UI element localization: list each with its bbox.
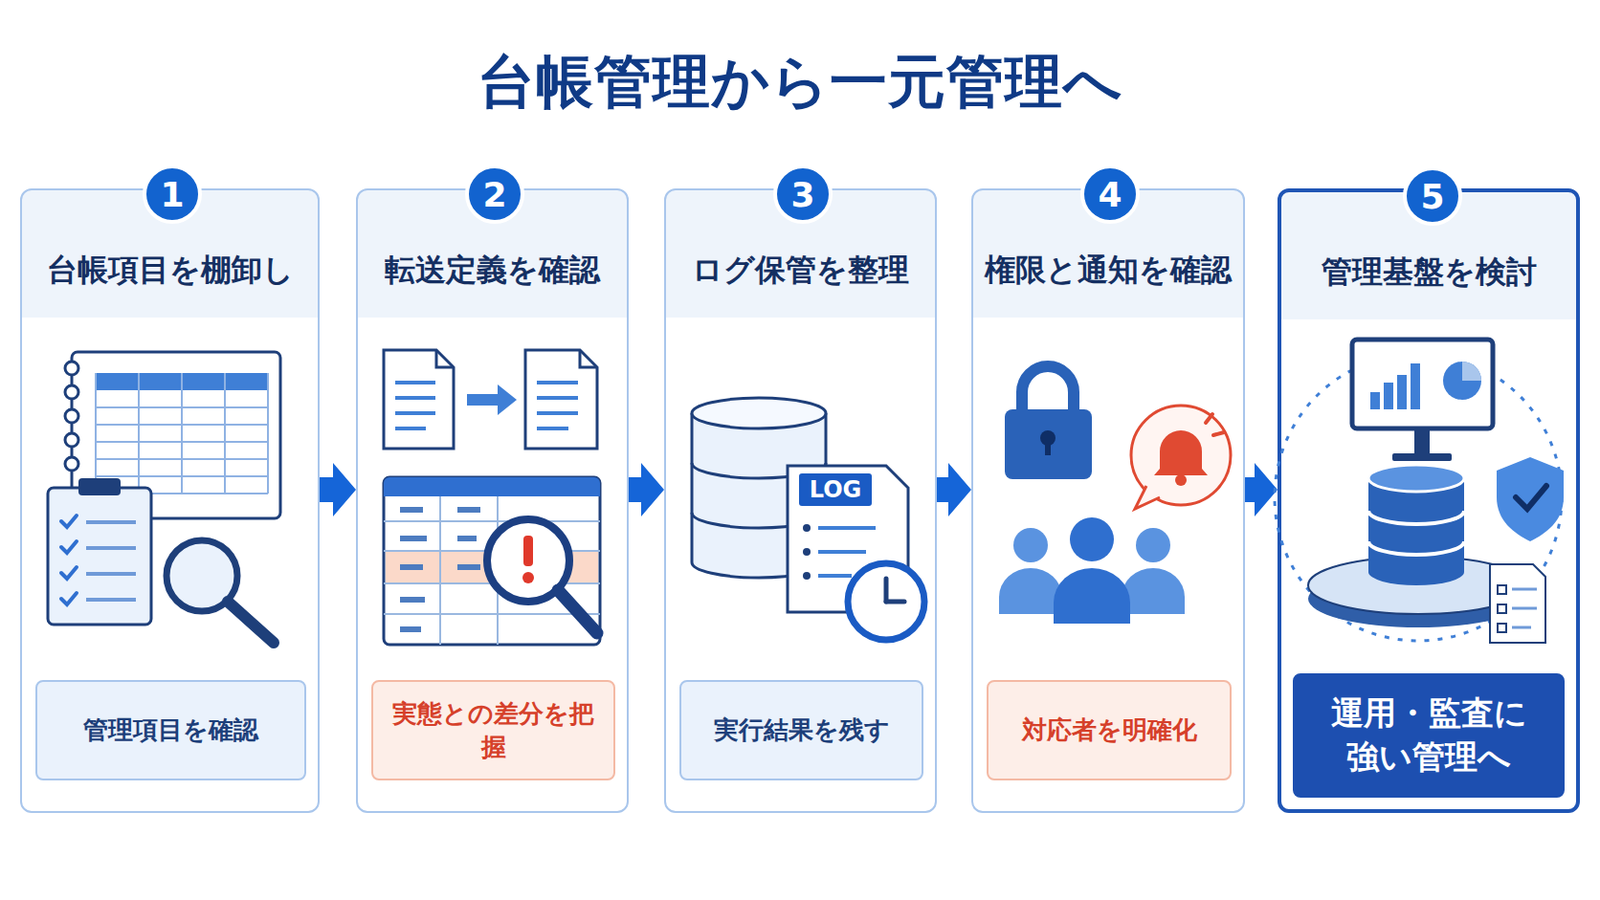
node-text: 運用・監査に 強い管理へ	[1313, 691, 1544, 780]
diagram-title: 台帳管理から一元管理へ	[0, 44, 1600, 122]
step-number: 4	[1080, 164, 1140, 224]
log-tag: LOG	[799, 473, 872, 507]
step-number: 5	[1402, 166, 1463, 226]
node-text: 対応者を明確化	[1022, 713, 1198, 748]
note-box: 実行結果を残す	[679, 680, 924, 781]
step-number: 1	[142, 164, 202, 224]
flow-arrow	[936, 463, 972, 517]
step-heading: 転送定義を確認	[357, 249, 627, 292]
step-panel: 台帳項目を棚卸し1管理項目を確認	[20, 188, 320, 814]
note-box: 管理項目を確認	[35, 680, 307, 781]
flow-arrow	[628, 463, 665, 517]
node-text: 管理項目を確認	[83, 713, 259, 748]
note-box: 実態との差分を把握	[371, 680, 616, 781]
node-text: 実行結果を残す	[713, 713, 890, 748]
node-text: 5	[1420, 177, 1445, 217]
step-panel: 転送定義を確認2実態との差分を把握	[355, 188, 629, 814]
flow-arrow	[1244, 463, 1278, 517]
step-panel: 権限と通知を確認4対応者を明確化	[971, 188, 1245, 814]
step-heading: ログ保管を整理	[666, 249, 935, 292]
step-number: 2	[465, 164, 525, 224]
note-box: 対応者を明確化	[986, 680, 1232, 781]
step-number: 3	[773, 164, 833, 224]
node-text: 実態との差分を把握	[382, 697, 604, 765]
step-panel: ログ保管を整理3実行結果を残す	[664, 188, 937, 814]
flow-arrow	[319, 463, 356, 517]
node-text: 2	[482, 175, 507, 215]
result-box: 運用・監査に 強い管理へ	[1292, 673, 1565, 799]
node-text: 4	[1097, 175, 1122, 215]
node-text: 1	[159, 175, 184, 215]
log-document-illustration-part	[799, 473, 872, 507]
step-heading: 管理基盤を検討	[1281, 251, 1577, 294]
node-text: 3	[790, 175, 815, 215]
step-heading: 台帳項目を棚卸し	[22, 249, 318, 292]
step-heading: 権限と通知を確認	[973, 249, 1244, 292]
step-panel: 管理基盤を検討5運用・監査に 強い管理へ	[1277, 188, 1580, 814]
